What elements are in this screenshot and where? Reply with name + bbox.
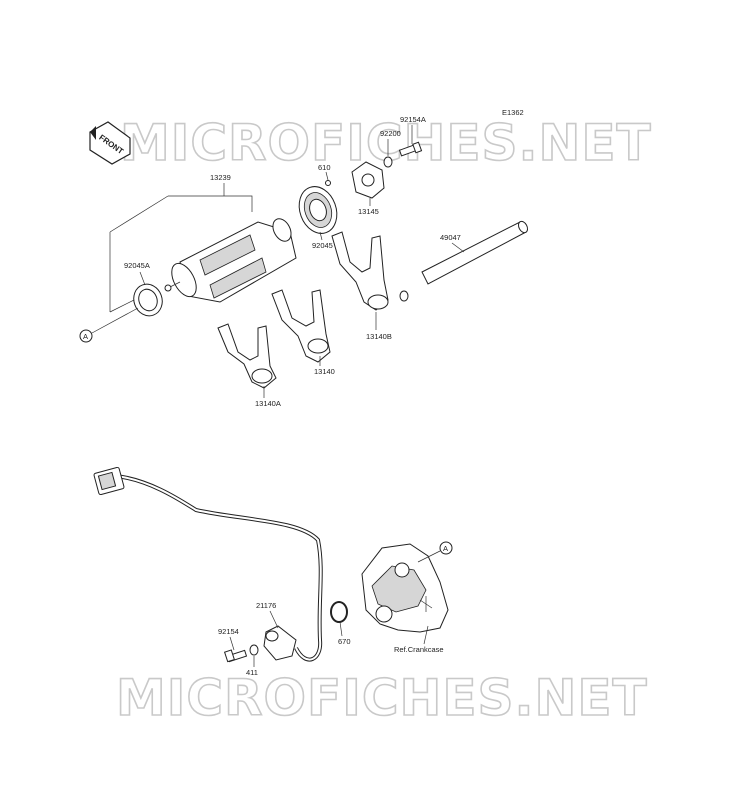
fork-13140a xyxy=(217,323,277,389)
label-92045a: 92045A xyxy=(124,261,150,270)
label-ref-crankcase: Ref.Crankcase xyxy=(394,645,444,654)
shift-drum xyxy=(164,218,297,303)
crankcase-section xyxy=(361,543,449,633)
label-92154a: 92154A xyxy=(400,115,426,124)
bolt-92154 xyxy=(223,649,248,663)
fork-b-collar xyxy=(399,290,409,302)
seal-92045a xyxy=(133,283,163,317)
label-92154: 92154 xyxy=(218,627,239,636)
ref-marker-top xyxy=(79,329,93,343)
cam-13145 xyxy=(351,161,385,199)
label-13239: 13239 xyxy=(210,173,231,182)
pin-610 xyxy=(325,180,331,186)
label-13140: 13140 xyxy=(314,367,335,376)
bolt-92154a xyxy=(398,141,423,157)
label-21176: 21176 xyxy=(256,601,276,610)
wire-harness xyxy=(115,474,323,662)
shaft-49047 xyxy=(421,220,529,285)
washer-92200 xyxy=(383,156,393,168)
connector-icon xyxy=(93,466,125,496)
ref-marker-top-label: A xyxy=(83,332,88,341)
fork-13140 xyxy=(271,289,331,363)
diagram-code: E1362 xyxy=(502,108,524,117)
o-ring-670 xyxy=(330,601,348,623)
fork-13140b xyxy=(331,231,389,311)
group-bracket xyxy=(168,195,253,212)
bearing-92045 xyxy=(298,186,338,234)
label-13145: 13145 xyxy=(358,207,379,216)
label-92200: 92200 xyxy=(380,129,401,138)
front-arrow-icon: FRONT xyxy=(89,121,131,165)
washer-411 xyxy=(249,644,259,656)
label-411: 411 xyxy=(246,668,258,677)
label-49047: 49047 xyxy=(440,233,461,242)
label-610: 610 xyxy=(318,163,331,172)
label-670: 670 xyxy=(338,637,351,646)
label-13140b: 13140B xyxy=(366,332,392,341)
sensor-21176 xyxy=(263,625,297,661)
label-92045: 92045 xyxy=(312,241,333,250)
ref-marker-bottom-label: A xyxy=(443,544,448,553)
label-13140a: 13140A xyxy=(255,399,281,408)
watermark-top: MICROFICHES.NET xyxy=(120,114,652,172)
watermark-bottom: MICROFICHES.NET xyxy=(116,669,648,727)
ref-marker-bottom xyxy=(439,541,453,555)
